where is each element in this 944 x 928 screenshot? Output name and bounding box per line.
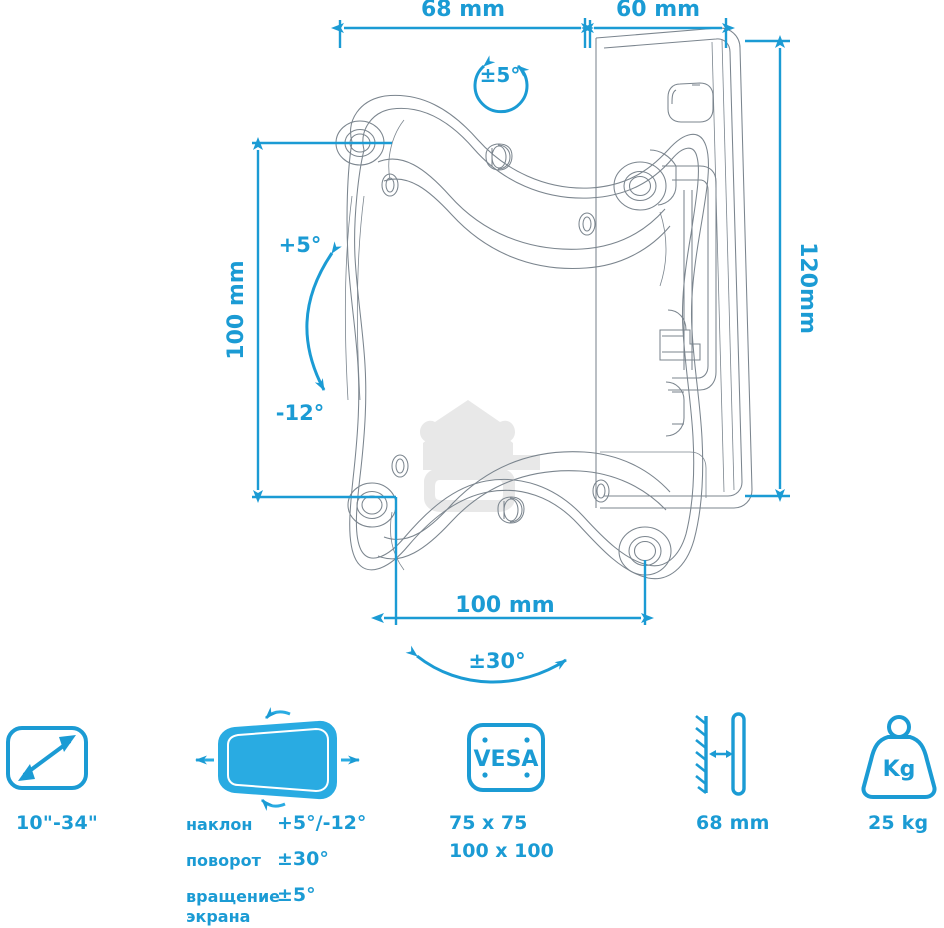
screen-size-label: 10"-34" <box>16 812 98 834</box>
vesa-plate-icon: VESA <box>467 723 545 792</box>
spec-rotation-name-line1: вращение <box>186 887 281 906</box>
angle-swivel-bottom: ±30° <box>468 649 525 673</box>
angle-tilt-down: -12° <box>276 401 324 425</box>
wall-distance-icon <box>695 712 746 796</box>
dimension-lines <box>252 18 790 625</box>
spec-tilt-name: наклон <box>186 815 253 834</box>
angle-tilt-up: +5° <box>279 233 322 257</box>
screen-diagonal-icon <box>6 726 88 790</box>
angle-indicators <box>305 55 567 684</box>
spec-rotation-name-line2: экрана <box>186 907 251 926</box>
vesa-plate-outline <box>335 94 710 580</box>
dim-top-right: 60 mm <box>616 0 700 22</box>
dim-bottom-horizontal: 100 mm <box>455 593 554 618</box>
weight-icon: Kg <box>861 715 937 799</box>
angle-rotation-top: ±5° <box>480 63 521 87</box>
vesa-icon-text: VESA <box>474 747 539 772</box>
vesa-size-line-1: 75 x 75 <box>449 812 528 834</box>
max-weight-label: 25 kg <box>868 812 929 834</box>
wall-plate-outline <box>595 27 753 509</box>
spec-tilt-value: +5°/-12° <box>277 812 367 834</box>
spec-swivel-value: ±30° <box>277 848 329 870</box>
watermark-logo <box>420 400 540 512</box>
dim-left-vertical: 100 mm <box>224 260 249 359</box>
dim-top-left: 68 mm <box>421 0 505 22</box>
tilt-swivel-screen-icon <box>195 707 360 811</box>
spec-swivel-name: поворот <box>186 851 261 870</box>
weight-icon-text: Kg <box>883 757 916 782</box>
wall-distance-label: 68 mm <box>696 812 770 834</box>
articulating-arm-outline <box>649 149 717 437</box>
dim-right-vertical: 120mm <box>795 242 820 334</box>
vesa-size-line-2: 100 x 100 <box>449 840 554 862</box>
spec-rotation-value: ±5° <box>277 884 316 906</box>
